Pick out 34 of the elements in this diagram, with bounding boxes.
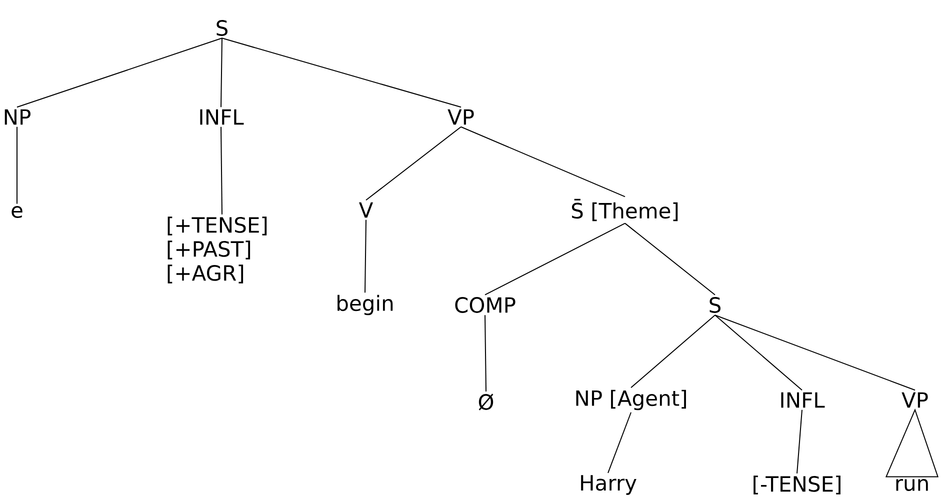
tree-label: S̄ [Theme]	[572, 198, 678, 222]
branch-line	[16, 38, 222, 108]
tree-label: V	[358, 202, 374, 218]
tree-label: VP	[448, 109, 474, 125]
branch-line	[484, 222, 626, 296]
branch-line	[630, 314, 716, 388]
branch-line	[222, 38, 462, 108]
branch-line	[364, 219, 366, 294]
tree-label: [+TENSE] [+PAST] [+AGR]	[168, 216, 267, 284]
tree-label: VP	[902, 392, 928, 408]
branch-line	[460, 126, 626, 198]
tree-label: Ø	[478, 394, 494, 410]
branch-line	[796, 409, 803, 474]
branch-line	[714, 314, 916, 391]
tree-label: begin	[338, 294, 393, 316]
branch-line	[484, 314, 486, 392]
branch-line	[366, 126, 462, 201]
branch-line	[220, 126, 222, 215]
branch-line	[624, 222, 716, 296]
tree-label: S	[710, 297, 720, 313]
tree-label: COMP	[455, 297, 516, 313]
tree-label: run	[896, 478, 928, 492]
tree-label: Harry	[581, 475, 636, 495]
tree-label: NP [Agent]	[576, 390, 686, 410]
branch-line	[714, 314, 803, 391]
tree-label: [-TENSE]	[754, 476, 840, 494]
branch-line	[220, 38, 222, 108]
branch-line	[16, 126, 18, 204]
tree-label: S	[216, 20, 228, 36]
branch-line	[608, 412, 632, 474]
tree-label: e	[12, 206, 22, 218]
tree-label: INFL	[781, 392, 825, 408]
tree-label: INFL	[200, 109, 244, 125]
tree-label: NP	[4, 109, 30, 125]
